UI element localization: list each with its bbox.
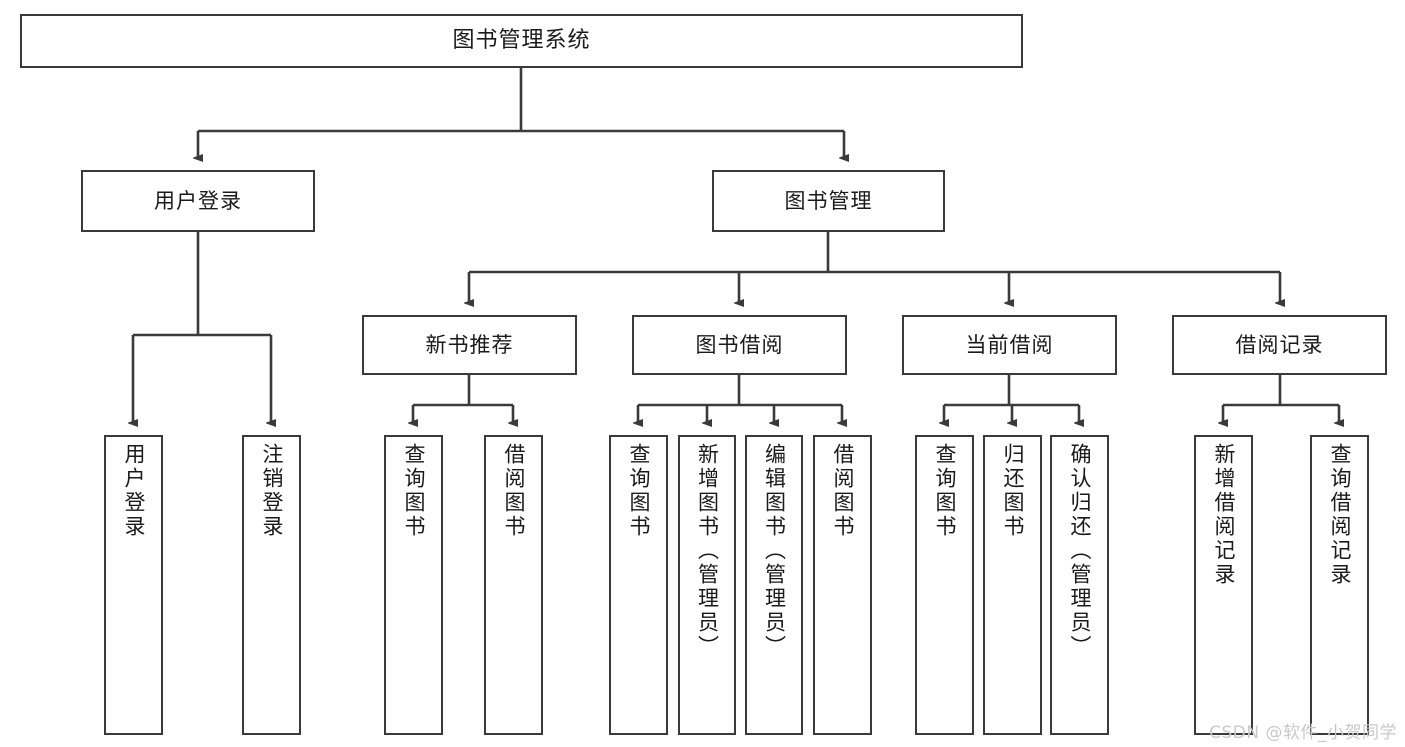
csdn-watermark: CSDN @软件_小贺同学 [1209,723,1397,743]
node-borrow-record-label: 借阅记录 [1235,332,1324,357]
node-leaf-user-login-label: 用户登录 [122,443,146,539]
node-leaf-query-book-3[interactable]: 查询图书 [915,435,974,735]
node-leaf-query-book-1-label: 查询图书 [402,443,426,539]
node-new-book-rec[interactable]: 新书推荐 [362,315,577,375]
node-borrow-record[interactable]: 借阅记录 [1172,315,1387,375]
node-leaf-logout[interactable]: 注销登录 [242,435,301,735]
node-leaf-query-book-2[interactable]: 查询图书 [609,435,668,735]
node-book-manage[interactable]: 图书管理 [712,170,945,232]
node-leaf-query-record[interactable]: 查询借阅记录 [1310,435,1369,735]
node-leaf-confirm-return[interactable]: 确认归还（管理员） [1050,435,1109,735]
node-user-login-label: 用户登录 [154,188,242,213]
node-leaf-borrow-book-2[interactable]: 借阅图书 [813,435,872,735]
node-leaf-query-book-3-label: 查询图书 [933,443,957,539]
node-leaf-add-book[interactable]: 新增图书（管理员） [678,435,736,735]
node-book-borrow[interactable]: 图书借阅 [632,315,847,375]
node-leaf-query-book-1[interactable]: 查询图书 [384,435,443,735]
node-leaf-confirm-return-label: 确认归还（管理员） [1068,443,1092,659]
node-current-borrow[interactable]: 当前借阅 [902,315,1117,375]
node-leaf-query-book-2-label: 查询图书 [627,443,651,539]
node-user-login[interactable]: 用户登录 [81,170,315,232]
node-leaf-add-book-label: 新增图书（管理员） [695,443,720,659]
node-leaf-user-login[interactable]: 用户登录 [104,435,163,735]
node-root[interactable]: 图书管理系统 [20,14,1023,68]
node-leaf-return-book-label: 归还图书 [1001,443,1025,539]
node-leaf-query-record-label: 查询借阅记录 [1328,443,1352,587]
node-leaf-borrow-book-1[interactable]: 借阅图书 [484,435,543,735]
node-leaf-return-book[interactable]: 归还图书 [983,435,1042,735]
node-leaf-logout-label: 注销登录 [260,443,284,539]
node-new-book-rec-label: 新书推荐 [425,332,514,357]
node-leaf-add-record[interactable]: 新增借阅记录 [1194,435,1253,735]
node-leaf-borrow-book-2-label: 借阅图书 [831,443,855,539]
node-leaf-add-record-label: 新增借阅记录 [1212,443,1236,587]
node-leaf-borrow-book-1-label: 借阅图书 [502,443,526,539]
node-leaf-edit-book-label: 编辑图书（管理员） [762,443,787,659]
node-current-borrow-label: 当前借阅 [965,332,1054,357]
node-leaf-edit-book[interactable]: 编辑图书（管理员） [745,435,803,735]
node-book-borrow-label: 图书借阅 [695,332,784,357]
node-root-label: 图书管理系统 [452,28,591,54]
node-book-manage-label: 图书管理 [784,188,873,213]
